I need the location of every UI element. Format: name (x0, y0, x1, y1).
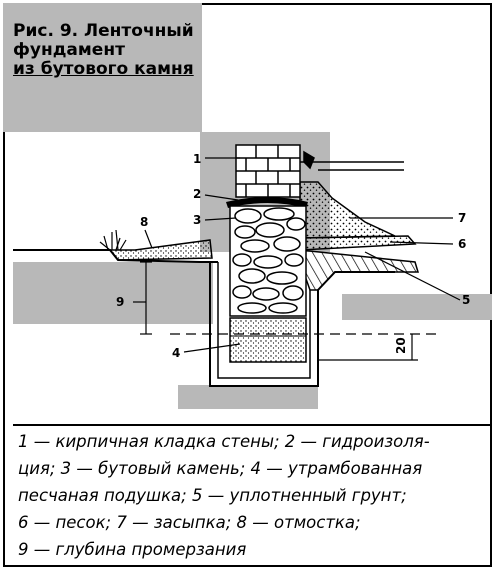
waterproofing-2 (226, 197, 308, 208)
legend-line-3: песчаная подушка; 5 — уплотненный грунт; (18, 486, 407, 505)
leader-lines (144, 157, 461, 353)
callout-5: 5 (462, 293, 470, 307)
brick-wall-1 (235, 144, 301, 198)
dimension-20 (318, 334, 418, 361)
floor-slab (300, 150, 404, 171)
legend-line-1: 1 — кирпичная кладка стены; 2 — гидроизо… (18, 432, 430, 451)
trench-inner (217, 262, 311, 379)
legend-separator (13, 424, 491, 426)
callout-2: 2 (193, 187, 201, 201)
sand-cushion-4 (229, 317, 307, 363)
callout-1: 1 (193, 152, 201, 166)
legend-line-2: ция; 3 — бутовый камень; 4 — утрамбованн… (18, 459, 423, 478)
callout-3: 3 (193, 213, 201, 227)
backfill-7 (299, 181, 396, 239)
legend: 1 — кирпичная кладка стены; 2 — гидроизо… (18, 428, 486, 563)
dimension-label: 20 (394, 337, 408, 354)
callout-8: 8 (140, 215, 148, 229)
callout-6: 6 (458, 237, 466, 251)
legend-line-4: 6 — песок; 7 — засыпка; 8 — отмостка; (18, 513, 361, 532)
callout-4: 4 (172, 346, 180, 360)
legend-line-5: 9 — глубина промерзания (18, 540, 247, 559)
grass-icon (99, 229, 127, 251)
freezing-depth-9 (133, 261, 440, 335)
blind-area-8 (108, 239, 213, 261)
title-line-3: из бутового камня (13, 59, 194, 79)
rubble-stone-3 (229, 205, 307, 317)
title-line-2: фундамент (13, 40, 125, 60)
title-line-1: Рис. 9. Ленточный (13, 21, 194, 41)
callout-7: 7 (458, 211, 466, 225)
callout-9: 9 (116, 295, 124, 309)
figure-title: Рис. 9. Ленточный фундамент из бутового … (13, 22, 203, 79)
title-background (3, 3, 202, 132)
